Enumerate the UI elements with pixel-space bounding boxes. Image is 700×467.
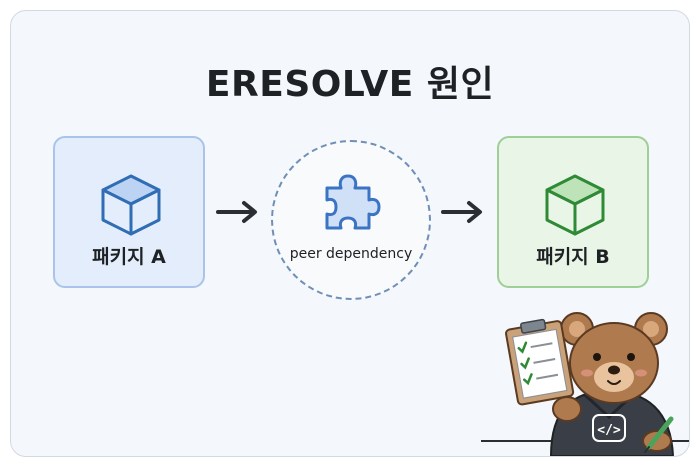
package-a-box: 패키지 A <box>53 136 205 288</box>
diagram-frame: ERESOLVE 원인 패키지 A peer dependency 패키지 B <box>10 10 690 457</box>
package-b-box: 패키지 B <box>497 136 649 288</box>
diagram-title: ERESOLVE 원인 <box>205 64 495 105</box>
peer-dependency-label: peer dependency <box>289 246 413 262</box>
peer-dependency-circle: peer dependency <box>271 140 431 300</box>
cube-icon <box>545 174 605 236</box>
arrow-right-icon <box>441 201 482 223</box>
cube-icon <box>101 174 161 236</box>
arrow-right-icon <box>216 201 257 223</box>
code-icon: </> <box>597 423 621 438</box>
bear-mascot: </> <box>481 312 689 456</box>
package-b-label: 패키지 B <box>536 246 610 268</box>
package-a-label: 패키지 A <box>92 246 166 268</box>
puzzle-icon <box>325 174 381 230</box>
